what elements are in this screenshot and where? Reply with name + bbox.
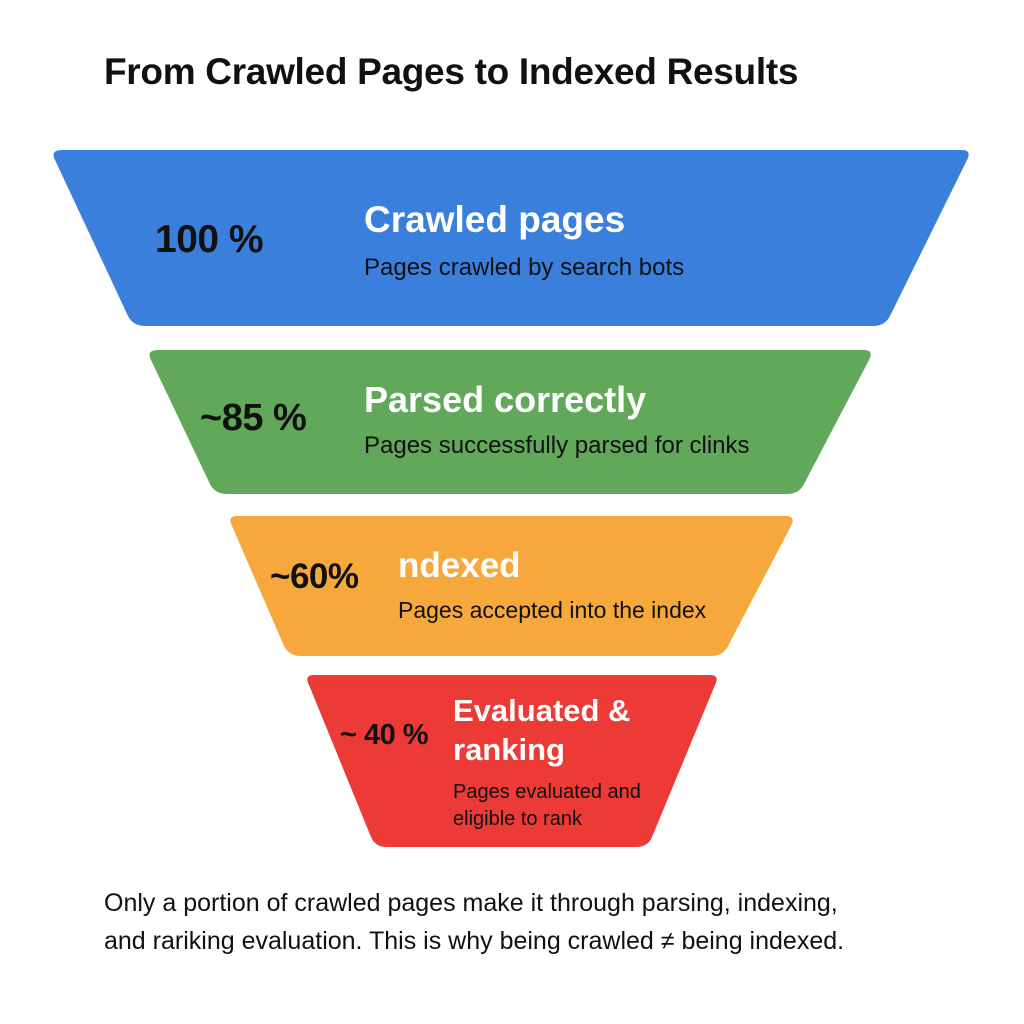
stage-percent: ~ 40 % bbox=[340, 719, 429, 751]
footer-note: Only a portion of crawled pages make it … bbox=[104, 885, 964, 960]
funnel-stage-parsed bbox=[149, 350, 871, 494]
funnel-stage-indexed bbox=[230, 516, 793, 656]
stage-title: Evaluated & bbox=[453, 693, 631, 728]
stage-description: Pages crawled by search bots bbox=[364, 254, 685, 281]
stage-percent: ~85 % bbox=[200, 397, 307, 439]
funnel-stage-evaluated bbox=[307, 675, 717, 847]
stage-description: Pages evaluated and bbox=[453, 781, 641, 803]
stage-title: Parsed correctly bbox=[364, 379, 647, 420]
stage-description: eligible to rank bbox=[453, 808, 582, 830]
stage-title: Crawled pages bbox=[364, 199, 626, 240]
stage-title: ndexed bbox=[398, 546, 521, 585]
footer-line: Only a portion of crawled pages make it … bbox=[104, 889, 838, 917]
stage-title: ranking bbox=[453, 732, 565, 767]
funnel-stage-crawled bbox=[53, 150, 969, 326]
footer-line: and rariking evaluation. This is why bei… bbox=[104, 926, 845, 955]
stage-percent: ~60% bbox=[270, 557, 359, 596]
page-title: From Crawled Pages to Indexed Results bbox=[104, 51, 799, 92]
stage-percent: 100 % bbox=[155, 218, 264, 261]
stage-description: Pages accepted into the index bbox=[398, 597, 707, 623]
stage-description: Pages successfully parsed for clinks bbox=[364, 432, 750, 459]
